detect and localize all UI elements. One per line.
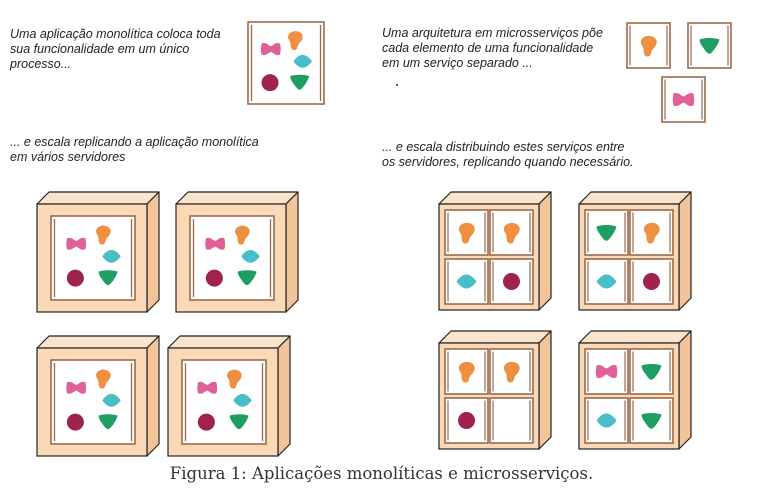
green-triangle-service bbox=[98, 270, 118, 286]
pink-bowtie-service bbox=[197, 381, 218, 394]
service-cell bbox=[489, 258, 534, 305]
orange-blob-service bbox=[235, 225, 250, 245]
monolith-replica-panel bbox=[50, 359, 136, 445]
green-triangle-service bbox=[699, 38, 720, 54]
green-triangle-service bbox=[596, 225, 617, 241]
orange-blob-service bbox=[227, 369, 242, 389]
cyan-diamond-service bbox=[102, 249, 121, 263]
green-triangle-service bbox=[237, 270, 257, 286]
monolith-intro-line-3: processo... bbox=[10, 57, 72, 71]
service-cell bbox=[584, 348, 629, 395]
service-cell bbox=[584, 258, 629, 305]
server-microservices-4 bbox=[578, 330, 692, 450]
microservice-pink bbox=[661, 76, 706, 123]
server-microservices-2 bbox=[578, 191, 692, 311]
orange-blob-service bbox=[96, 369, 111, 389]
service-cell bbox=[629, 348, 674, 395]
maroon-circle-service bbox=[458, 412, 475, 429]
pink-bowtie-service bbox=[595, 364, 618, 379]
green-triangle-service bbox=[641, 413, 662, 429]
maroon-circle-service bbox=[261, 74, 279, 92]
service-cell bbox=[444, 258, 489, 305]
microservices-intro-line-1: Uma arquitetura em microsserviços põe bbox=[382, 26, 603, 40]
server-monolith-1 bbox=[36, 191, 160, 313]
orange-blob-service bbox=[503, 361, 520, 383]
orange-blob-service bbox=[96, 225, 111, 245]
orange-blob-service bbox=[458, 361, 475, 383]
monolith-scale-line-1: ... e escala replicando a aplicação mono… bbox=[10, 135, 259, 149]
monolith-intro-line-1: Uma aplicação monolítica coloca toda bbox=[10, 27, 221, 41]
maroon-circle-service bbox=[643, 273, 660, 290]
microservice-green bbox=[687, 22, 732, 69]
orange-blob-service bbox=[458, 222, 475, 244]
pink-bowtie-service bbox=[260, 43, 281, 56]
microservices-scale-line-1: ... e escala distribuindo estes serviços… bbox=[382, 140, 625, 154]
maroon-circle-service bbox=[66, 413, 84, 431]
monolith-intro-line-2: sua funcionalidade em um único bbox=[10, 42, 190, 56]
pink-bowtie-service bbox=[672, 92, 695, 107]
monolith-scale-line-2: em vários servidores bbox=[10, 150, 126, 164]
microservices-scale-line-2: os servidores, replicando quando necessá… bbox=[382, 155, 634, 169]
service-cell bbox=[444, 209, 489, 256]
server-monolith-4 bbox=[167, 335, 291, 457]
microservices-intro-line-3: em um serviço separado ... bbox=[382, 56, 533, 70]
service-cell bbox=[629, 397, 674, 444]
microservice-orange bbox=[626, 22, 671, 69]
monolith-replica-panel bbox=[189, 215, 275, 301]
service-cell bbox=[444, 348, 489, 395]
monolith-replica-panel bbox=[181, 359, 267, 445]
service-cell bbox=[489, 397, 534, 444]
microservices-intro-text: Uma arquitetura em microsserviços põe ca… bbox=[382, 26, 603, 71]
service-cell bbox=[584, 209, 629, 256]
green-triangle-service bbox=[290, 74, 310, 90]
maroon-circle-service bbox=[66, 269, 84, 287]
pink-bowtie-service bbox=[205, 237, 226, 250]
stray-dot bbox=[396, 84, 398, 86]
pink-bowtie-service bbox=[66, 237, 87, 250]
cyan-diamond-service bbox=[241, 249, 260, 263]
cyan-diamond-service bbox=[102, 393, 121, 407]
green-triangle-service bbox=[229, 414, 249, 430]
maroon-circle-service bbox=[503, 273, 520, 290]
orange-blob-service bbox=[643, 222, 660, 244]
service-cell bbox=[629, 209, 674, 256]
server-monolith-2 bbox=[175, 191, 299, 313]
monolith-scale-text: ... e escala replicando a aplicação mono… bbox=[10, 135, 259, 165]
service-cell bbox=[489, 209, 534, 256]
cyan-diamond-service bbox=[293, 54, 312, 68]
server-microservices-3 bbox=[438, 330, 552, 450]
cyan-diamond-service bbox=[596, 274, 617, 289]
green-triangle-service bbox=[98, 414, 118, 430]
cyan-diamond-service bbox=[596, 413, 617, 428]
maroon-circle-service bbox=[205, 269, 223, 287]
service-cell bbox=[444, 397, 489, 444]
service-cell bbox=[629, 258, 674, 305]
microservices-scale-text: ... e escala distribuindo estes serviços… bbox=[382, 140, 634, 170]
orange-blob-service bbox=[503, 222, 520, 244]
microservices-intro-line-2: cada elemento de uma funcionalidade bbox=[382, 41, 594, 55]
pink-bowtie-service bbox=[66, 381, 87, 394]
monolith-replica-panel bbox=[50, 215, 136, 301]
server-microservices-1 bbox=[438, 191, 552, 311]
cyan-diamond-service bbox=[233, 393, 252, 407]
cyan-diamond-service bbox=[456, 274, 477, 289]
server-monolith-3 bbox=[36, 335, 160, 457]
monolith-intro-text: Uma aplicação monolítica coloca toda sua… bbox=[10, 27, 221, 72]
service-cell bbox=[584, 397, 629, 444]
orange-blob-service bbox=[288, 31, 303, 51]
monolith-process-panel bbox=[247, 21, 325, 105]
orange-blob-service bbox=[640, 35, 657, 57]
maroon-circle-service bbox=[197, 413, 215, 431]
figure-caption: Figura 1: Aplicações monolíticas e micro… bbox=[169, 464, 594, 483]
green-triangle-service bbox=[641, 364, 662, 380]
service-cell bbox=[489, 348, 534, 395]
